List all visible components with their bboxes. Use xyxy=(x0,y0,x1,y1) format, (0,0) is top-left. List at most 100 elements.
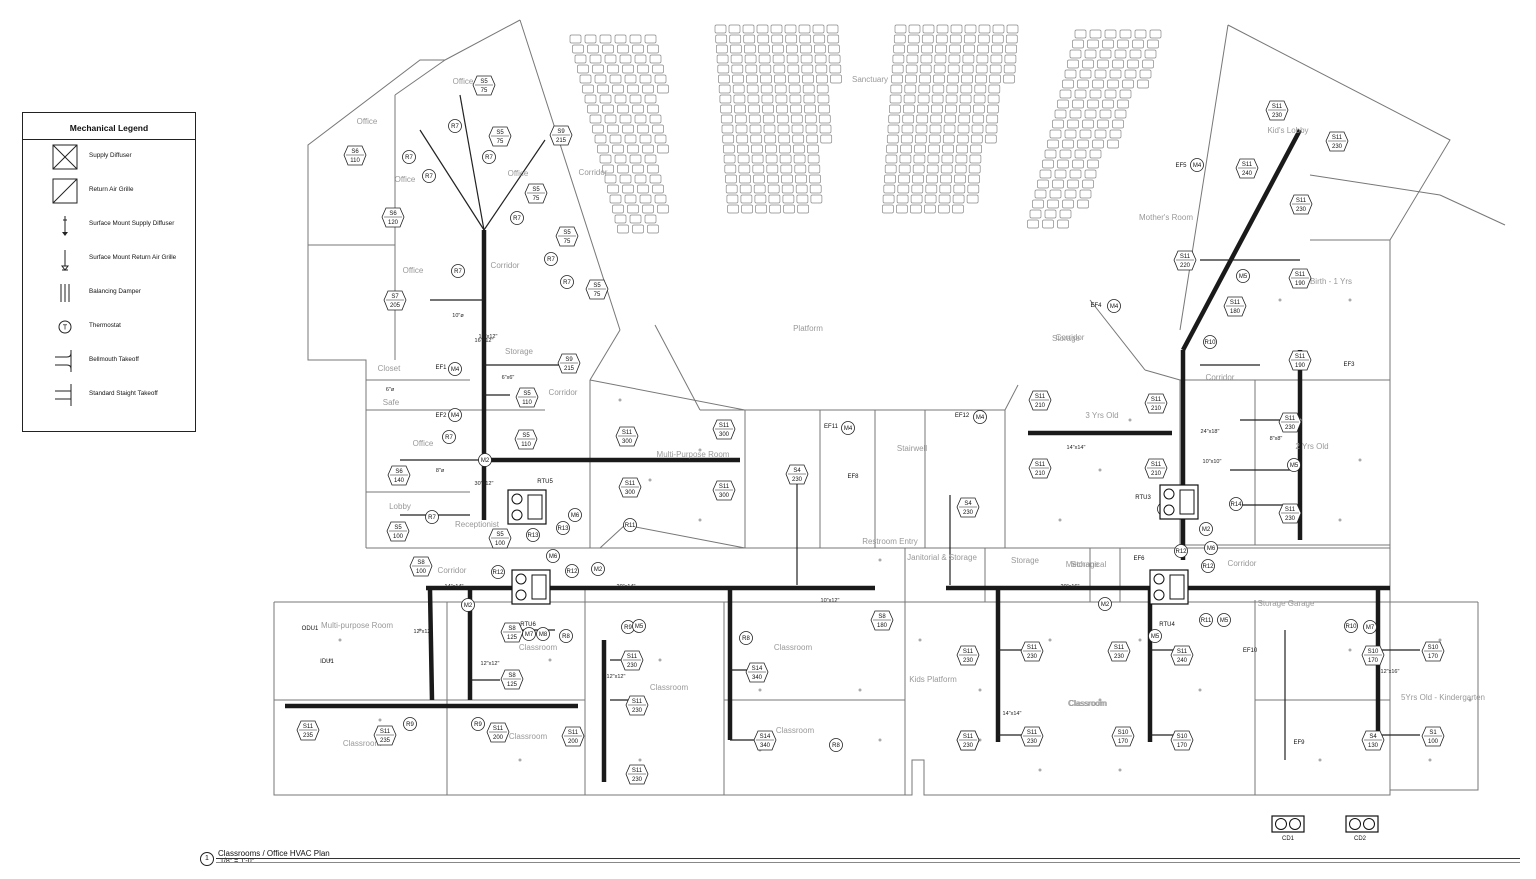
diffuser-tag-cfm: 230 xyxy=(1332,144,1343,150)
diffuser-tag-id: S10 xyxy=(1428,645,1439,651)
seat xyxy=(809,174,821,184)
seat xyxy=(760,74,772,84)
return-tag-id: M6 xyxy=(571,513,580,519)
legend-label: Balancing Damper xyxy=(89,288,141,295)
diffuser-tag-id: S11 xyxy=(1027,645,1038,651)
room-label: Storage xyxy=(1071,560,1100,569)
diffuser-tag-id: S11 xyxy=(632,768,643,774)
return-tag-id: M5 xyxy=(1239,274,1248,280)
grid-dot xyxy=(1468,698,1472,702)
seat xyxy=(963,44,975,54)
hex-outline xyxy=(409,556,433,577)
seat xyxy=(642,84,654,94)
circle-outline xyxy=(632,619,646,633)
seat xyxy=(599,154,612,164)
seat xyxy=(761,94,774,104)
seat xyxy=(989,74,1001,84)
seat xyxy=(943,124,956,134)
room-label: Receptionist xyxy=(455,520,500,529)
seat xyxy=(629,214,642,224)
seat xyxy=(612,204,624,214)
seat xyxy=(945,94,958,104)
seat xyxy=(905,64,918,74)
return-tag: M6 xyxy=(568,508,582,522)
diffuser-tag-id: S6 xyxy=(395,469,403,475)
diffuser-tag-id: S8 xyxy=(508,673,516,679)
diffuser-tag-id: S5 xyxy=(496,130,504,136)
diffuser-tag-cfm: 110 xyxy=(522,400,532,406)
seat xyxy=(592,124,604,134)
seat xyxy=(1079,69,1092,79)
seat xyxy=(649,174,662,184)
seat xyxy=(765,144,777,154)
diffuser-tag-id: S11 xyxy=(622,430,633,436)
return-tag: R7 xyxy=(482,150,496,164)
grid-dot xyxy=(1038,768,1042,772)
grid-dot xyxy=(1128,418,1132,422)
room-label: Mother's Room xyxy=(1139,213,1193,222)
hex-outline xyxy=(625,764,649,785)
legend-row-surface-supply: Surface Mount Supply Diffuser xyxy=(23,208,195,242)
seat xyxy=(953,184,966,194)
seat xyxy=(793,144,805,154)
seat xyxy=(745,64,758,74)
grid-dot xyxy=(978,688,982,692)
seat xyxy=(942,134,955,144)
seat xyxy=(1107,139,1119,149)
seat xyxy=(727,204,739,214)
seat xyxy=(813,34,826,44)
seat xyxy=(644,154,657,164)
seat xyxy=(1082,59,1094,69)
legend-row-balancing-damper: Balancing Damper xyxy=(23,276,195,310)
diffuser-tag-id: S4 xyxy=(793,468,801,474)
condenser-unit xyxy=(1345,815,1379,833)
hex-outline xyxy=(1325,131,1349,152)
seat xyxy=(957,124,970,134)
seat xyxy=(1089,29,1102,39)
seat xyxy=(968,174,980,184)
return-tag: R7 xyxy=(402,150,416,164)
return-tag: M4 xyxy=(448,408,462,422)
circle-outline xyxy=(425,510,439,524)
seat xyxy=(802,74,814,84)
circle-outline xyxy=(1229,497,1243,511)
diffuser-tag-cfm: 100 xyxy=(393,534,404,540)
seat xyxy=(950,24,963,34)
seat xyxy=(607,124,619,134)
seat xyxy=(897,184,910,194)
seat xyxy=(1092,139,1104,149)
seat xyxy=(569,34,582,44)
seat xyxy=(793,154,806,164)
seat xyxy=(609,74,622,84)
rtu-unit xyxy=(1149,569,1189,605)
duct-size-label: 6"x6" xyxy=(502,375,515,381)
return-tag: R8 xyxy=(739,631,753,645)
duct-size-label: 30"x12" xyxy=(475,481,494,487)
duct-size-label: 12"x12" xyxy=(607,674,626,680)
hex-outline xyxy=(753,730,777,751)
room-label: Platform xyxy=(793,324,823,333)
diffuser-tag-cfm: 230 xyxy=(1296,207,1307,213)
circle-outline xyxy=(422,169,436,183)
seat xyxy=(795,184,808,194)
seat xyxy=(913,154,926,164)
circle-outline xyxy=(402,150,416,164)
seat xyxy=(956,134,969,144)
diffuser-tag-id: S1 xyxy=(1429,730,1437,736)
circle-outline xyxy=(1236,269,1250,283)
circle-outline xyxy=(1287,458,1301,472)
return-tag-id: R8 xyxy=(562,634,570,640)
diffuser-tag-id: S5 xyxy=(563,230,571,236)
seat xyxy=(1087,99,1099,109)
diffuser-tag-id: S5 xyxy=(532,187,540,193)
seat xyxy=(1134,29,1147,39)
return-tag: R10 xyxy=(1344,619,1358,633)
seat xyxy=(969,154,982,164)
seat xyxy=(1004,54,1017,64)
